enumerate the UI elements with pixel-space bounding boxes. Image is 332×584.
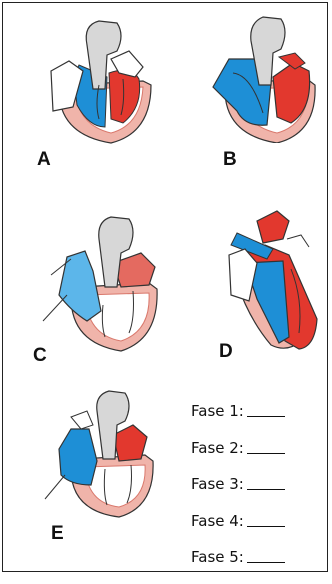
panel-label-c: C [33, 345, 47, 367]
fase-row: Fase 1: [191, 401, 321, 438]
answer-blank[interactable] [247, 439, 285, 454]
fase-label: Fase 1: [191, 402, 244, 420]
panel-label-a: A [37, 149, 51, 171]
fase-answer-list: Fase 1: Fase 2: Fase 3: Fase 4: Fase 5: [191, 401, 321, 584]
heart-diagram-e [41, 389, 161, 519]
answer-blank[interactable] [247, 475, 285, 490]
panel-label-e: E [51, 523, 64, 545]
fase-row: Fase 3: [191, 474, 321, 511]
fase-row: Fase 2: [191, 438, 321, 475]
panel-label-b: B [223, 149, 237, 171]
heart-diagram-a [39, 15, 159, 145]
heart-diagram-d [227, 209, 327, 359]
fase-label: Fase 3: [191, 475, 244, 493]
fase-row: Fase 4: [191, 511, 321, 548]
answer-blank[interactable] [247, 548, 285, 563]
fase-label: Fase 4: [191, 512, 244, 530]
fase-label: Fase 5: [191, 548, 244, 566]
fase-row: Fase 5: [191, 547, 321, 584]
heart-diagram-b [211, 13, 323, 143]
heart-diagram-c [41, 215, 167, 355]
fase-label: Fase 2: [191, 439, 244, 457]
answer-blank[interactable] [247, 402, 285, 417]
worksheet: A B C [2, 2, 328, 572]
answer-blank[interactable] [247, 512, 285, 527]
panel-label-d: D [219, 341, 233, 363]
